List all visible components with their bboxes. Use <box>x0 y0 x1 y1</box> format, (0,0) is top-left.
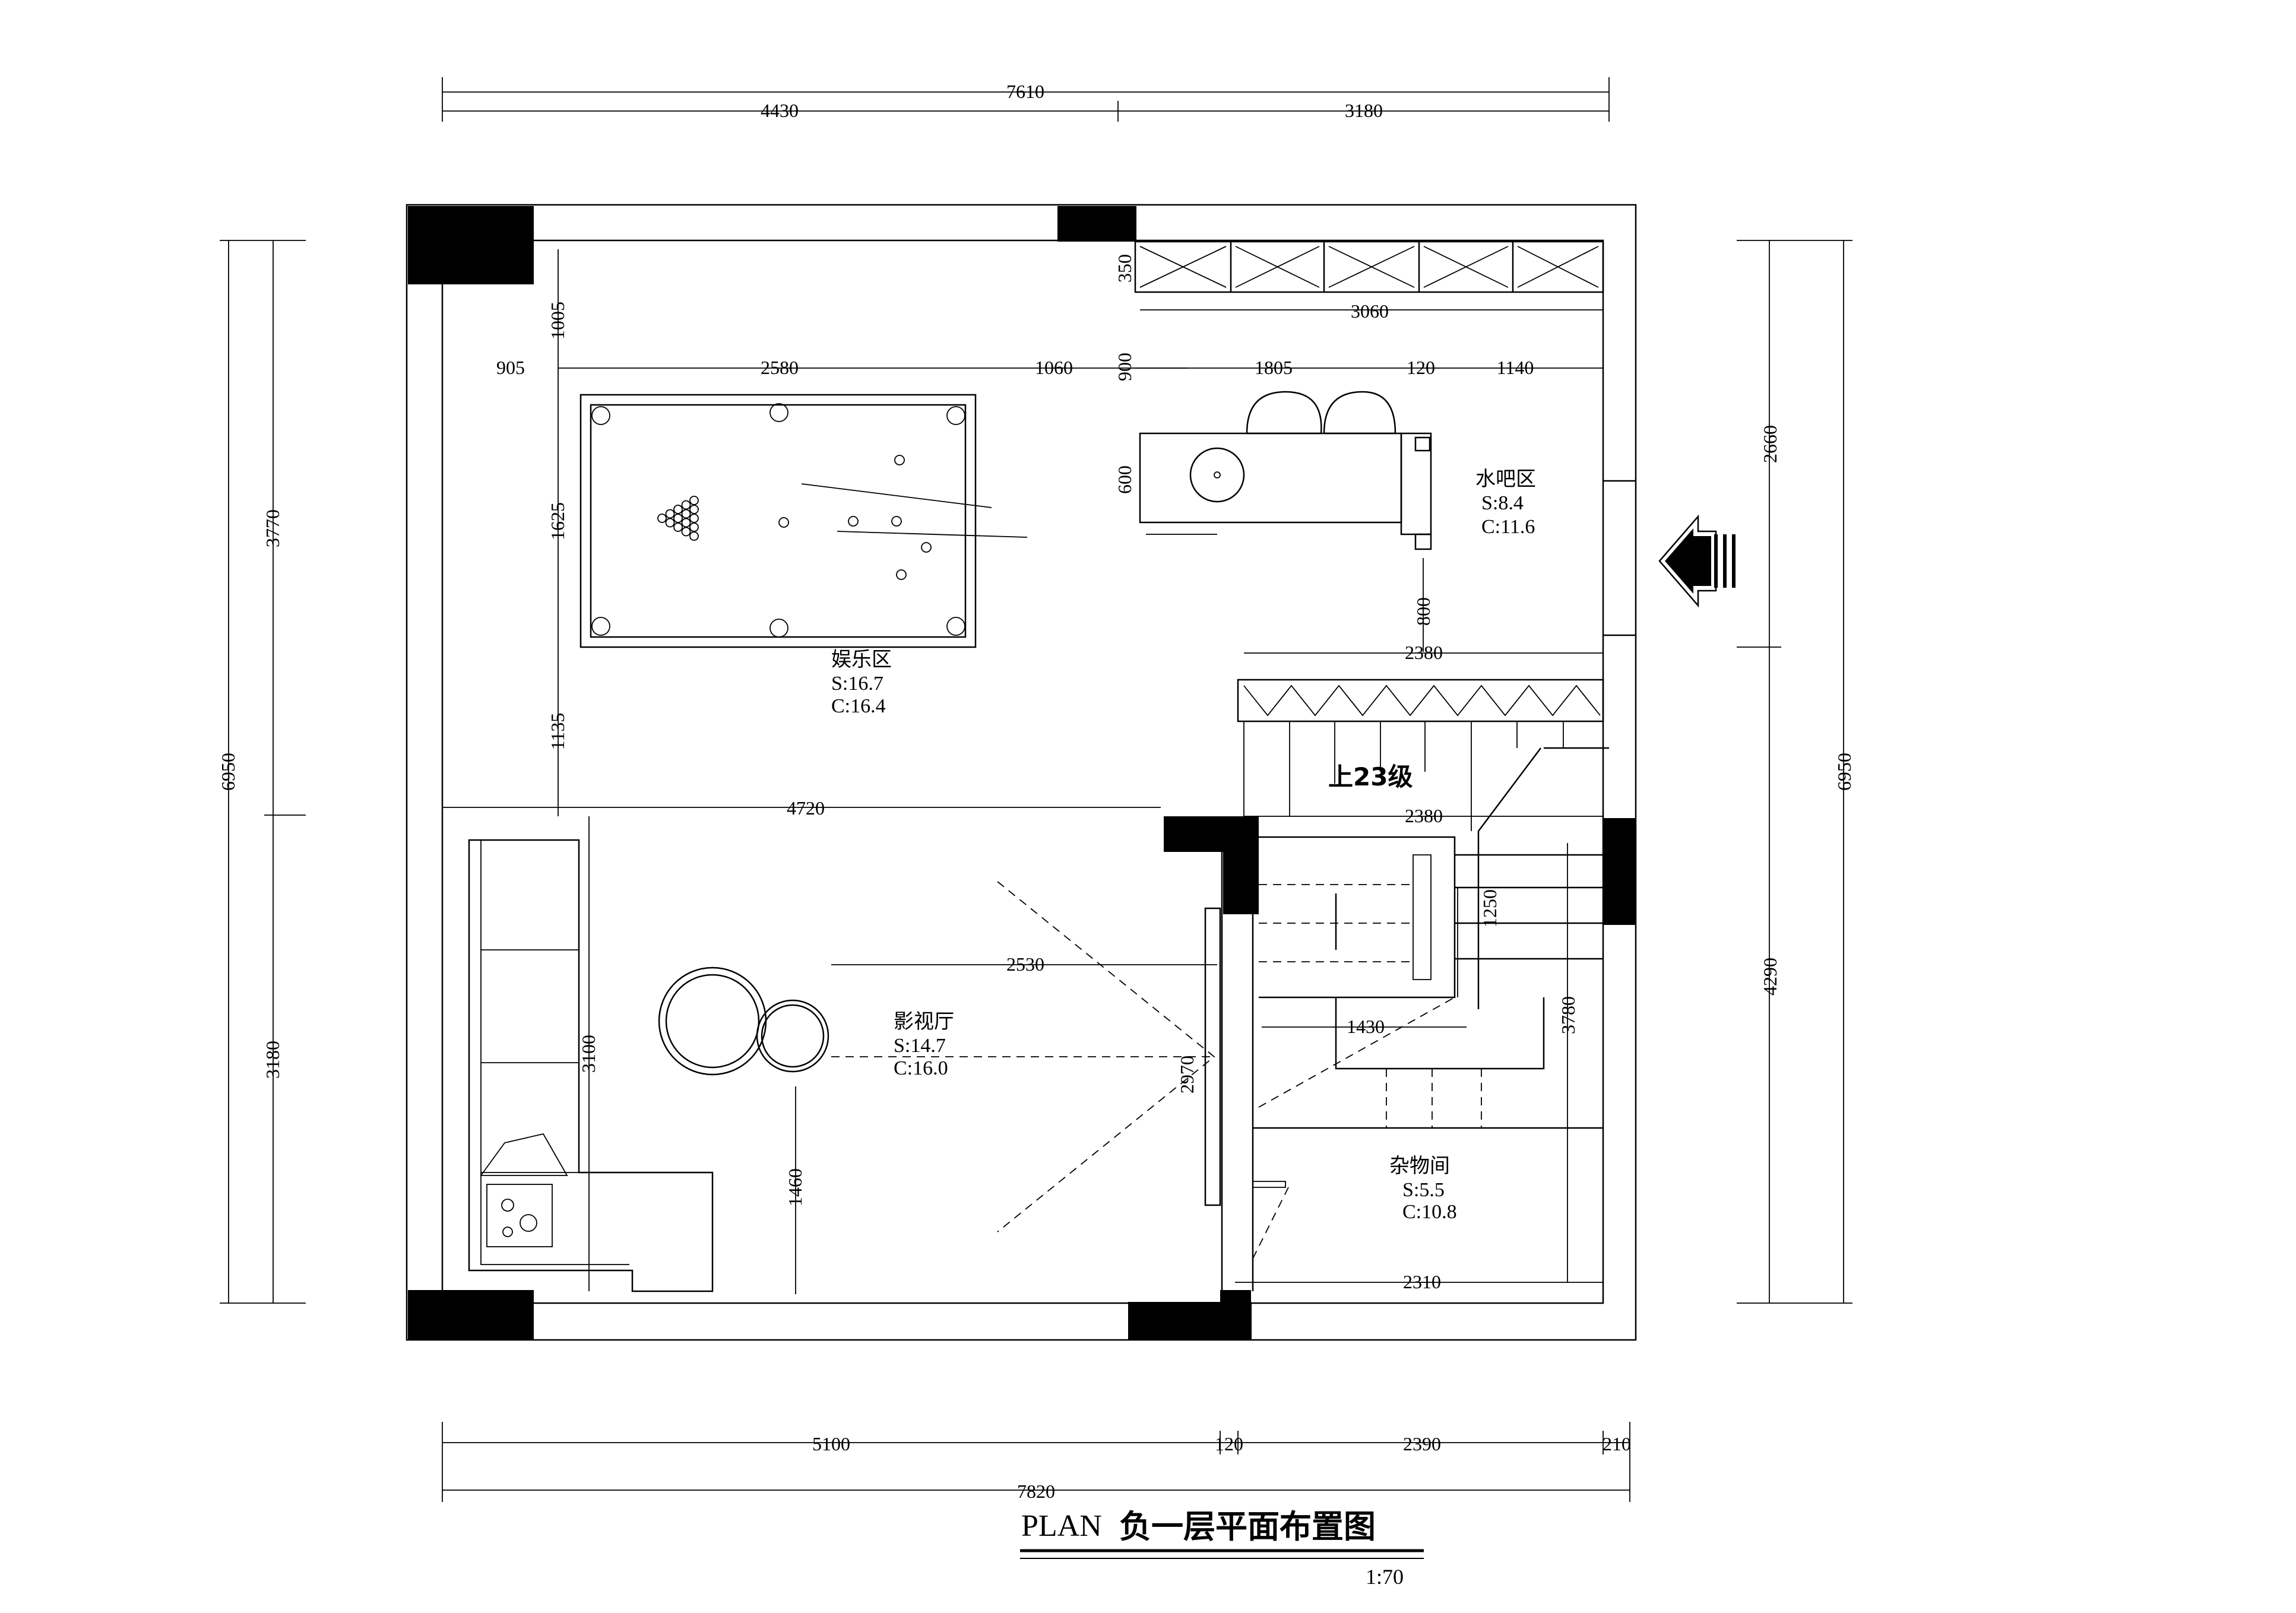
dim-top-total: 7610 <box>1006 81 1044 102</box>
dim-right-total: 6950 <box>1833 753 1855 791</box>
dim-right-upper: 2660 <box>1759 425 1781 463</box>
pool-ball <box>689 496 699 505</box>
dim-top-left: 4430 <box>761 100 799 121</box>
dim-sofa-length: 3100 <box>578 1035 599 1073</box>
column-bottom-left <box>408 1290 534 1339</box>
dim-stair-3780: 3780 <box>1557 996 1579 1034</box>
dim-tv-2530: 2530 <box>1006 953 1044 975</box>
room-bar-area: S:8.4 <box>1481 492 1524 514</box>
dim-pool-top: 1005 <box>547 302 568 340</box>
pool-ball <box>681 500 691 510</box>
dim-sofa-bottom: 1460 <box>784 1168 806 1206</box>
room-entertainment-name: 娱乐区 <box>831 648 892 671</box>
dim-left-total: 6950 <box>217 753 239 791</box>
pool-ball <box>665 509 675 519</box>
pool-ball <box>689 522 699 532</box>
pool-ball <box>681 527 691 537</box>
title-block: PLAN 负一层平面布置图 1:70 <box>1020 1508 1424 1589</box>
bottom-dimension-chain: 5100 120 2390 210 7820 <box>442 1422 1631 1502</box>
dim-bottom-210: 210 <box>1603 1433 1631 1454</box>
room-storage-name: 杂物间 <box>1389 1154 1450 1178</box>
title-cn: 负一层平面布置图 <box>1119 1508 1376 1545</box>
pool-ball <box>681 518 691 528</box>
dim-left-upper: 3770 <box>262 509 283 547</box>
room-bar-perimeter: C:11.6 <box>1481 516 1535 538</box>
pool-ball <box>657 514 667 523</box>
bar-shelf: 3060 350 <box>1114 240 1604 322</box>
column-stair-corner <box>1164 816 1259 914</box>
room-entertainment-area: S:16.7 <box>831 673 883 695</box>
dim-pool-right: 1060 <box>1035 357 1073 378</box>
pool-ball <box>665 518 675 528</box>
right-dimension-chain: 2660 4290 6950 <box>1737 240 1855 1304</box>
dim-pool-bottom: 1135 <box>547 713 568 750</box>
dim-bottom-5100: 5100 <box>812 1433 850 1454</box>
dim-bar-800: 800 <box>1413 597 1434 626</box>
dim-bottom-2390: 2390 <box>1403 1433 1441 1454</box>
dim-right-lower: 4290 <box>1759 958 1781 996</box>
dim-top-right: 3180 <box>1345 100 1383 121</box>
dim-stair-width2: 2380 <box>1405 805 1443 826</box>
pool-table: 905 2580 1060 1005 1625 1135 <box>496 249 1187 816</box>
room-theater-area: S:14.7 <box>894 1035 946 1057</box>
dim-shelf-height: 350 <box>1114 254 1135 283</box>
dim-bar-1140: 1140 <box>1497 357 1534 378</box>
dim-left-lower: 3180 <box>262 1041 283 1079</box>
dim-pool-height: 1625 <box>547 502 568 540</box>
column-bottom-mid <box>1128 1302 1252 1339</box>
pool-ball <box>689 514 699 523</box>
theater-area: 4720 3100 1460 2530 2970 <box>442 797 1221 1294</box>
dim-shelf-width: 3060 <box>1351 300 1389 322</box>
tv-wall <box>1204 907 1221 1206</box>
pool-ball <box>689 531 699 541</box>
room-bar-name: 水吧区 <box>1475 467 1536 491</box>
column-top-mid <box>1057 206 1136 242</box>
title-scale: 1:70 <box>1366 1565 1404 1589</box>
dim-bottom-total: 7820 <box>1017 1481 1055 1502</box>
stair-label: 上23级 <box>1328 762 1413 791</box>
dim-bar-120: 120 <box>1407 357 1435 378</box>
title-en: PLAN <box>1021 1509 1102 1543</box>
dim-living-width: 4720 <box>787 797 825 819</box>
room-storage-perimeter: C:10.8 <box>1402 1201 1457 1223</box>
dim-wall-2970: 2970 <box>1176 1056 1198 1094</box>
room-storage-area: S:5.5 <box>1402 1179 1445 1201</box>
dim-pool-width: 2580 <box>761 357 799 378</box>
dim-pool-left: 905 <box>496 357 525 378</box>
dim-storage-width: 2310 <box>1403 1271 1441 1292</box>
room-entertainment-perimeter: C:16.4 <box>831 695 886 717</box>
dim-bar-1805: 1805 <box>1255 357 1293 378</box>
column-top-left <box>408 206 534 284</box>
dim-stair-1430: 1430 <box>1347 1016 1385 1037</box>
entry-arrow-icon <box>1658 514 1736 608</box>
pool-ball <box>673 505 683 514</box>
left-dimension-chain: 6950 3770 3180 <box>217 240 306 1304</box>
room-theater-perimeter: C:16.0 <box>894 1057 948 1079</box>
storage-room: 2310 <box>1235 1127 1603 1292</box>
dim-stair-top: 2380 <box>1405 642 1443 663</box>
pool-ball <box>673 522 683 532</box>
top-dimension-chain: 7610 4430 3180 <box>442 77 1610 122</box>
dim-stair-1250: 1250 <box>1479 889 1500 927</box>
staircase: 2380 上23级 2380 1250 1430 3780 <box>1237 642 1609 1282</box>
column-right <box>1603 818 1636 925</box>
dim-bar-depth: 600 <box>1114 465 1135 494</box>
outer-walls <box>406 204 1637 1341</box>
dim-bottom-120: 120 <box>1215 1433 1243 1454</box>
room-theater-name: 影视厅 <box>894 1010 954 1034</box>
pool-ball <box>673 514 683 523</box>
pool-ball <box>681 509 691 519</box>
bar-counter: 1805 120 1140 900 600 800 <box>1114 353 1603 652</box>
pool-ball <box>689 505 699 514</box>
dim-bar-900: 900 <box>1114 353 1135 381</box>
